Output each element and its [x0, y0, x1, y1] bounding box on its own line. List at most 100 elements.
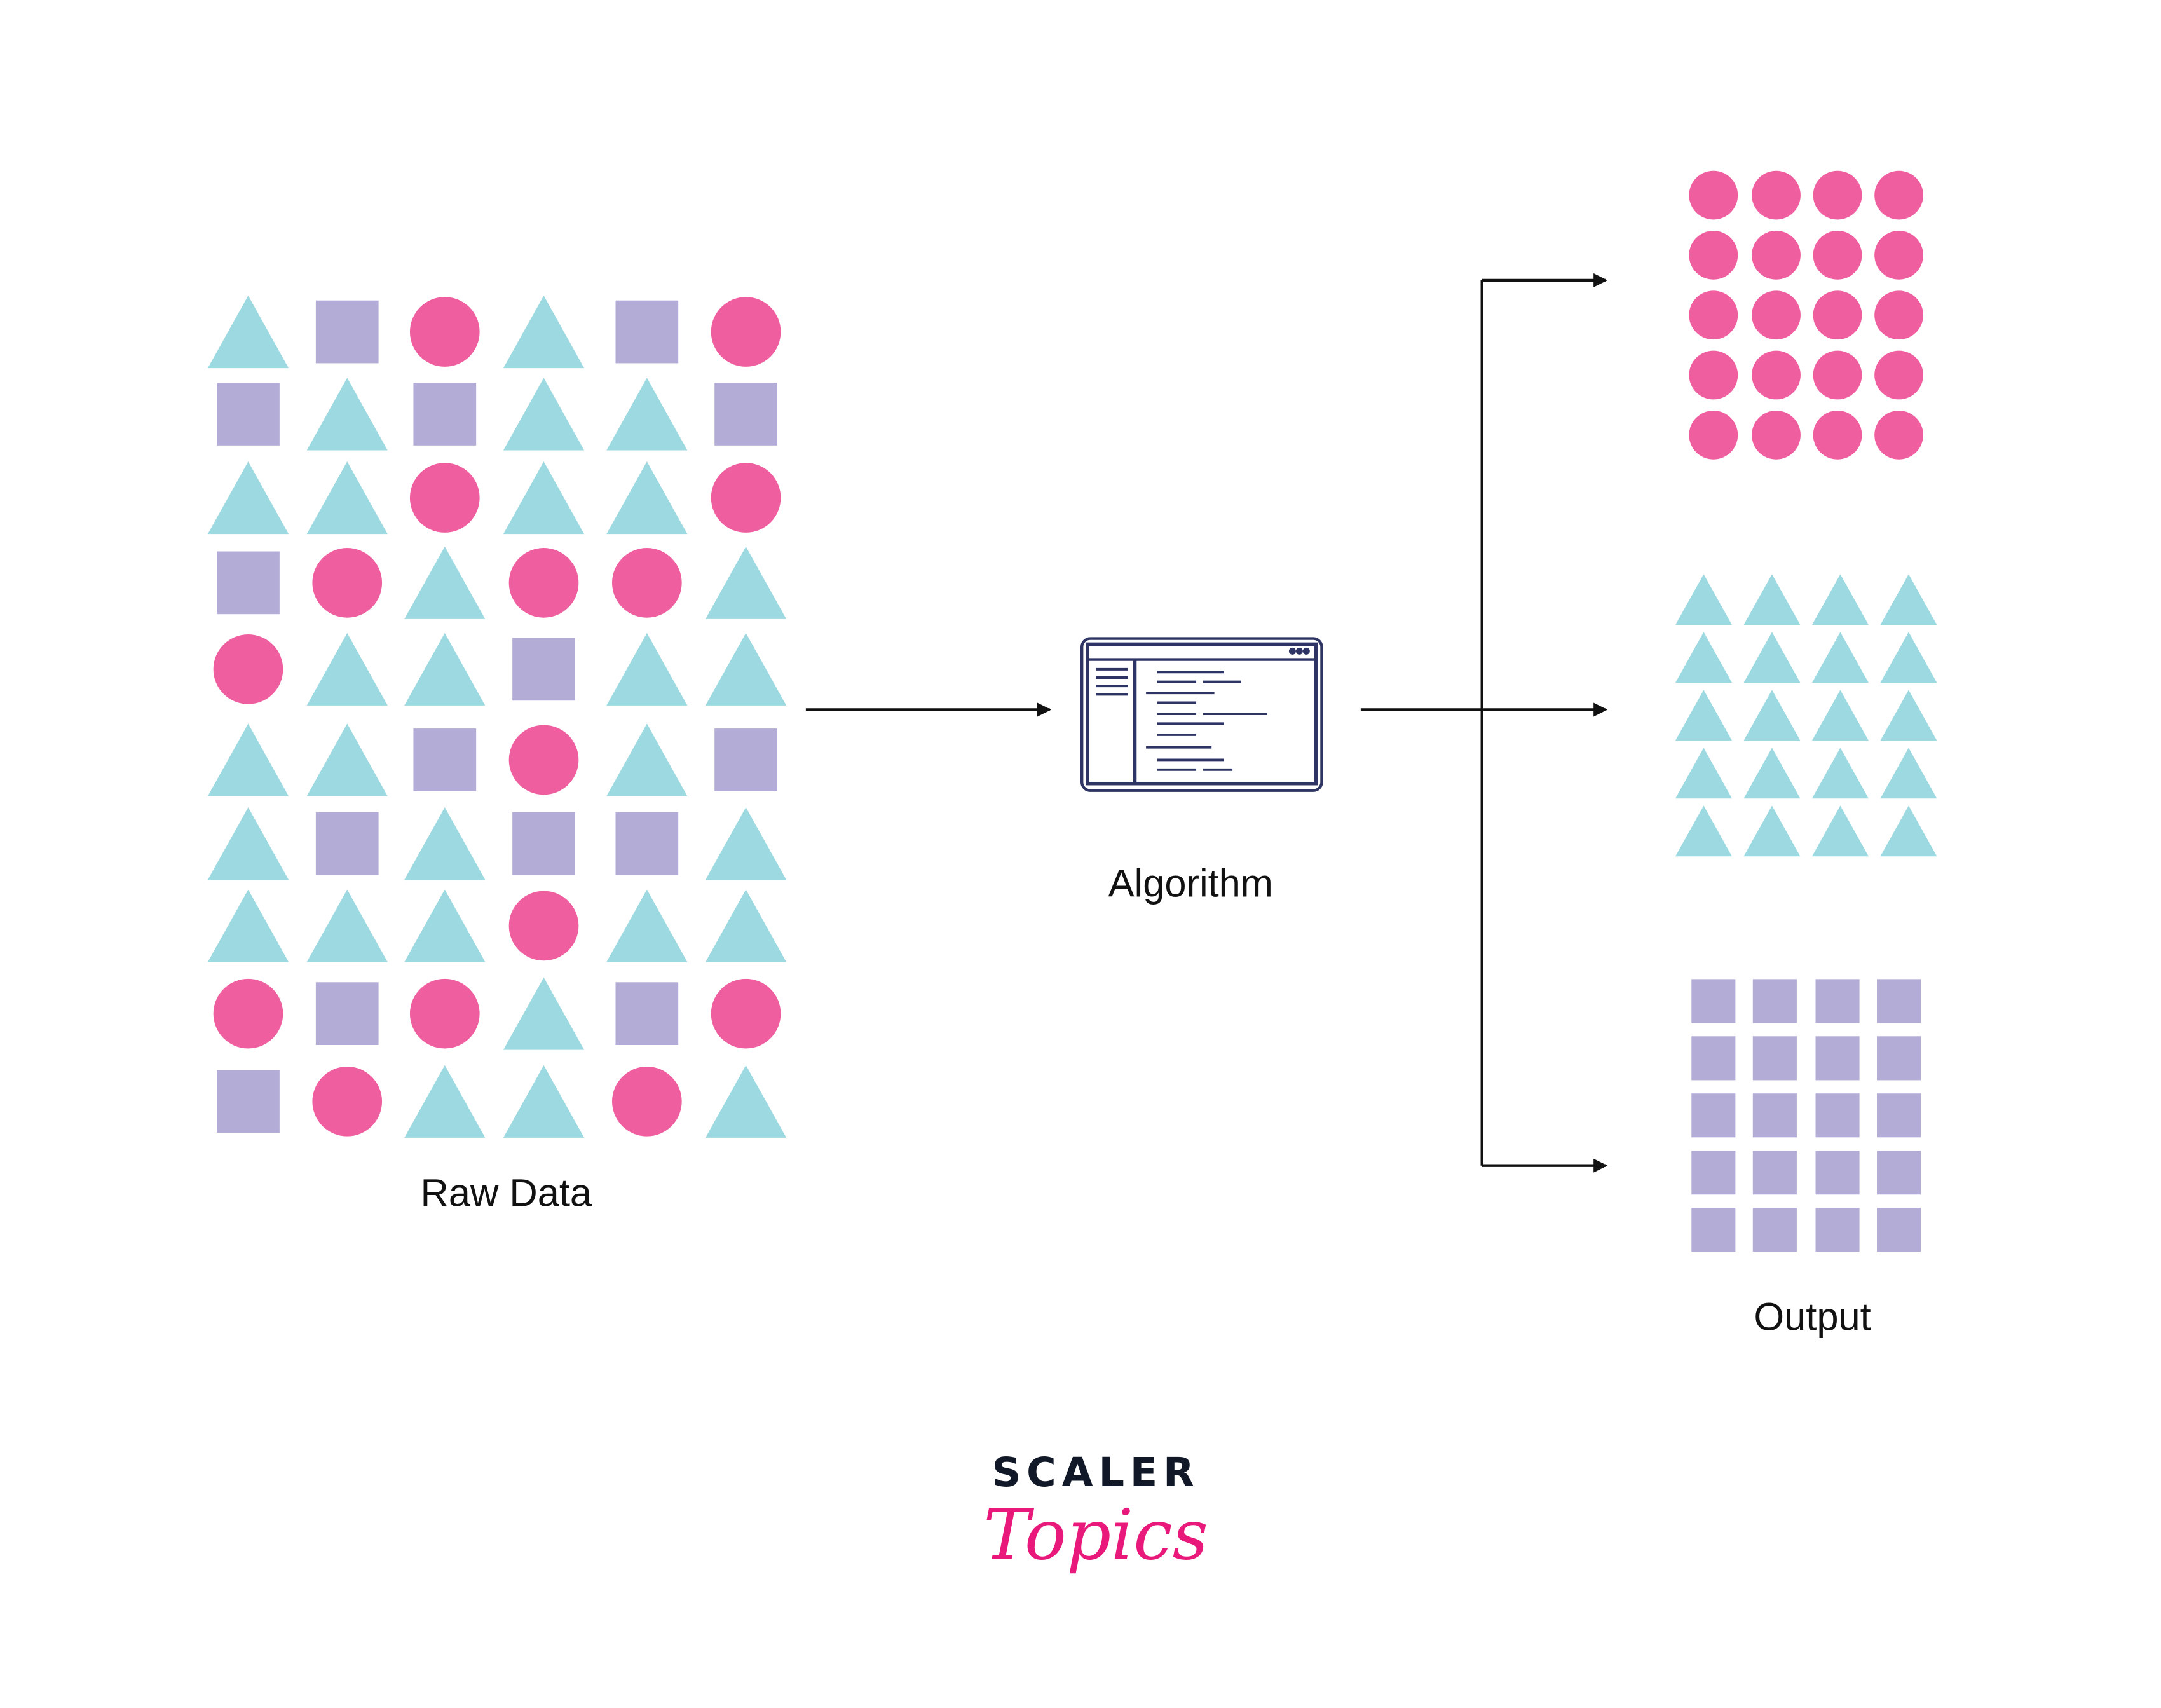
- square-shape: [413, 383, 477, 446]
- square-shape: [1752, 979, 1797, 1023]
- square-shape: [615, 982, 679, 1046]
- triangle-shape: [404, 1065, 486, 1138]
- triangle-shape: [606, 889, 688, 962]
- square-shape: [1691, 979, 1736, 1023]
- algorithm-label: Algorithm: [1108, 861, 1273, 905]
- square-shape: [1691, 1036, 1736, 1081]
- triangle-shape: [207, 807, 289, 880]
- triangle-shape: [306, 632, 388, 706]
- raw-data-label: Raw Data: [420, 1171, 592, 1215]
- circle-shape: [409, 297, 480, 367]
- square-shape: [1752, 1036, 1797, 1081]
- square-shape: [1877, 1151, 1921, 1195]
- triangle-shape: [1880, 805, 1937, 857]
- circle-shape: [1689, 290, 1738, 340]
- circle-shape: [1874, 350, 1923, 400]
- circle-shape: [508, 891, 579, 961]
- algorithm-window-icon: [1080, 637, 1323, 792]
- square-shape: [217, 1070, 280, 1133]
- square-shape: [1815, 979, 1860, 1023]
- square-shape: [413, 728, 477, 791]
- square-shape: [615, 812, 679, 875]
- triangle-shape: [1880, 574, 1937, 625]
- triangle-shape: [404, 546, 486, 619]
- square-shape: [1815, 1036, 1860, 1081]
- raw-data-shapes: [207, 296, 787, 1138]
- square-shape: [1691, 1093, 1736, 1138]
- circle-shape: [711, 978, 781, 1049]
- square-shape: [315, 300, 379, 364]
- triangle-shape: [1675, 632, 1733, 683]
- square-shape: [1691, 1208, 1736, 1252]
- circle-shape: [508, 725, 579, 795]
- circle-shape: [1813, 231, 1862, 280]
- triangle-shape: [503, 461, 585, 535]
- triangle-shape: [306, 461, 388, 535]
- circle-shape: [1752, 290, 1801, 340]
- triangle-shape: [1880, 748, 1937, 799]
- triangle-shape: [1743, 574, 1801, 625]
- arrows-algorithm-to-output: [1360, 273, 1608, 1173]
- circle-shape: [1752, 410, 1801, 460]
- triangle-shape: [1675, 748, 1733, 799]
- circle-shape: [1813, 290, 1862, 340]
- triangle-shape: [1675, 805, 1733, 857]
- triangle-shape: [207, 723, 289, 796]
- triangle-shape: [705, 1065, 787, 1138]
- triangle-shape: [1675, 690, 1733, 741]
- triangle-shape: [1880, 632, 1937, 683]
- circle-shape: [409, 978, 480, 1049]
- square-shape: [1752, 1151, 1797, 1195]
- triangle-shape: [503, 977, 585, 1050]
- output-label: Output: [1754, 1295, 1871, 1339]
- square-shape: [512, 812, 575, 875]
- triangle-shape: [606, 632, 688, 706]
- circle-shape: [312, 1067, 383, 1137]
- triangle-shape: [207, 889, 289, 962]
- square-shape: [315, 982, 379, 1046]
- circle-shape: [508, 548, 579, 618]
- triangle-shape: [306, 723, 388, 796]
- triangle-shape: [503, 296, 585, 369]
- square-shape: [714, 383, 777, 446]
- square-shape: [1752, 1093, 1797, 1138]
- triangle-shape: [1743, 748, 1801, 799]
- triangle-shape: [1743, 805, 1801, 857]
- circle-shape: [1752, 350, 1801, 400]
- square-shape: [1815, 1208, 1860, 1252]
- circle-shape: [711, 297, 781, 367]
- triangle-shape: [1811, 805, 1869, 857]
- triangle-shape: [207, 296, 289, 369]
- square-shape: [217, 383, 280, 446]
- triangle-shape: [1675, 574, 1733, 625]
- square-shape: [1815, 1151, 1860, 1195]
- triangle-shape: [404, 807, 486, 880]
- logo-scaler: SCALER: [992, 1449, 1199, 1496]
- circle-shape: [1689, 410, 1738, 460]
- circle-shape: [312, 548, 383, 618]
- triangle-shape: [1880, 690, 1937, 741]
- triangle-shape: [1743, 690, 1801, 741]
- triangle-shape: [1811, 690, 1869, 741]
- square-shape: [1752, 1208, 1797, 1252]
- triangle-shape: [207, 461, 289, 535]
- triangle-shape: [503, 378, 585, 451]
- circle-shape: [1689, 231, 1738, 280]
- circle-shape: [409, 463, 480, 533]
- triangle-shape: [606, 723, 688, 796]
- circle-shape: [1752, 231, 1801, 280]
- circle-shape: [711, 463, 781, 533]
- circle-shape: [213, 978, 283, 1049]
- circle-shape: [1813, 170, 1862, 220]
- circle-shape: [611, 1067, 682, 1137]
- circle-shape: [1874, 231, 1923, 280]
- triangle-shape: [306, 378, 388, 451]
- circle-shape: [1752, 170, 1801, 220]
- square-shape: [217, 551, 280, 615]
- square-shape: [1877, 1093, 1921, 1138]
- circle-shape: [1689, 350, 1738, 400]
- triangle-shape: [1811, 574, 1869, 625]
- triangle-shape: [1743, 632, 1801, 683]
- triangle-shape: [705, 807, 787, 880]
